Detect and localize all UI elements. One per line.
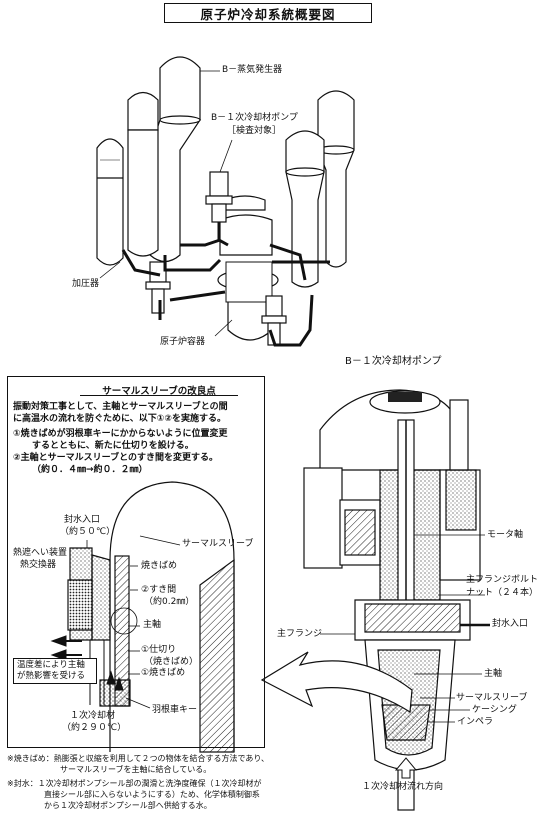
label-impeller-key: 羽根車キー xyxy=(152,705,198,715)
improvement-panel xyxy=(7,376,265,748)
note-seal-water-2: 直接シール部に入らないようにする）ため、化学体積制御系 xyxy=(44,790,260,799)
reactor-vessel xyxy=(217,195,279,341)
label-seal-water-inlet: 封水入口 xyxy=(492,619,529,629)
warning-line-1: 温度差により主軸 xyxy=(17,660,85,670)
label-primary-coolant-temp: （約２９０℃） xyxy=(62,723,127,733)
label-pressurizer: 加圧器 xyxy=(72,279,100,289)
page-title: 原子炉冷却系統概要図 xyxy=(164,3,372,23)
label-shrink-fit-top: 焼きばめ xyxy=(141,561,178,571)
label-heat-shield: 熱遮へい装置 xyxy=(13,548,68,558)
panel-intro-line-1: 振動対策工事として、主軸とサーマルスリーブとの間 xyxy=(13,402,228,412)
label-partition: ①仕切り xyxy=(141,645,177,655)
flow-arrows xyxy=(50,635,124,691)
note-shrink-fit-2: サーマルスリーブを主軸に結合している。 xyxy=(60,765,212,774)
label-steam-generator: B－蒸気発生器 xyxy=(222,65,283,75)
thermal-sleeve-section-drawing xyxy=(67,481,235,753)
pressurizer-vessel xyxy=(96,138,124,266)
label-gap: ②すき間 xyxy=(141,585,177,595)
label-gap-size: （約0.2㎜） xyxy=(144,597,195,607)
panel-item-1-line-1: ①焼きばめが羽根車キーにかからないように位置変更 xyxy=(13,429,228,439)
panel-item-2-line-1: ②主軸とサーマルスリーブとのすき間を変更する。 xyxy=(13,453,218,463)
note-shrink-fit-1: ※焼きばめ：熱膨張と収縮を利用して２つの物体を結合する方法であり、 xyxy=(7,754,270,763)
panel-leader-lines xyxy=(86,535,181,709)
steam-generator-right-back xyxy=(317,90,355,268)
label-pump-b: B－１次冷却材ポンプ xyxy=(211,113,298,123)
steam-generator-right-front xyxy=(285,130,325,288)
outflow-arrow xyxy=(260,651,413,714)
pump-cutaway-drawing xyxy=(303,389,490,811)
label-motor-shaft: モータ軸 xyxy=(487,530,524,540)
reactor-coolant-system-drawing xyxy=(96,56,355,347)
label-reactor-vessel: 原子炉容器 xyxy=(160,337,206,347)
label-casing: ケーシング xyxy=(472,705,517,715)
panel-item-2-line-2: （約０．４㎜→約０．２㎜） xyxy=(32,465,148,475)
note-seal-water-3: から１次冷却材ポンプシール部へ供給する水。 xyxy=(44,801,212,810)
pump-caption: B－１次冷却材ポンプ xyxy=(345,356,442,367)
inflow-arrow xyxy=(394,757,418,779)
coolant-pump-b xyxy=(205,171,233,223)
label-shrink-fit-bottom: ①焼きばめ xyxy=(141,668,186,678)
label-primary-coolant: １次冷却材 xyxy=(70,711,116,721)
label-seal-inlet-temp: （約５０℃） xyxy=(60,527,116,537)
panel-item-1-line-2: するとともに、新たに仕切りを設ける。 xyxy=(32,441,194,451)
label-impeller: インペラ xyxy=(457,717,494,727)
label-main-shaft: 主軸 xyxy=(143,620,162,630)
label-thermal-sleeve: サーマルスリーブ xyxy=(182,539,254,549)
label-pump-main-shaft: 主軸 xyxy=(484,669,503,679)
primary-piping xyxy=(121,222,330,347)
label-partition-note: （焼きばめ） xyxy=(144,657,199,667)
warning-box: 温度差により主軸 が熱影響を受ける xyxy=(13,658,97,684)
note-seal-water-1: ※封水：１次冷却材ポンプシール部の潤滑と洗浄度確保（１次冷却材が xyxy=(7,779,262,788)
steam-generator-left xyxy=(127,91,159,257)
coolant-pump-right xyxy=(261,295,287,346)
label-flow-direction: １次冷却材流れ方向 xyxy=(362,782,444,792)
label-flange-nut: ナット（２４本） xyxy=(466,588,539,598)
panel-intro-line-2: に高温水の流れを防ぐために、以下①②を実施する。 xyxy=(13,414,226,424)
panel-title-underline xyxy=(80,395,238,396)
label-heat-exchanger: 熱交換器 xyxy=(20,560,57,570)
label-flange-bolt: 主フランジボルト xyxy=(466,575,539,585)
top-leader-lines xyxy=(99,70,233,337)
warning-line-2: が熱影響を受ける xyxy=(17,671,86,681)
panel-title: サーマルスリーブの改良点 xyxy=(102,386,216,397)
steam-generator-b xyxy=(149,56,202,263)
label-inspection-target: ［検査対象］ xyxy=(227,126,282,136)
label-seal-inlet: 封水入口 xyxy=(64,515,101,525)
label-main-flange: 主フランジ xyxy=(277,629,323,639)
cutaway-leader-lines xyxy=(320,534,485,723)
label-pump-thermal-sleeve: サーマルスリーブ xyxy=(456,693,528,703)
